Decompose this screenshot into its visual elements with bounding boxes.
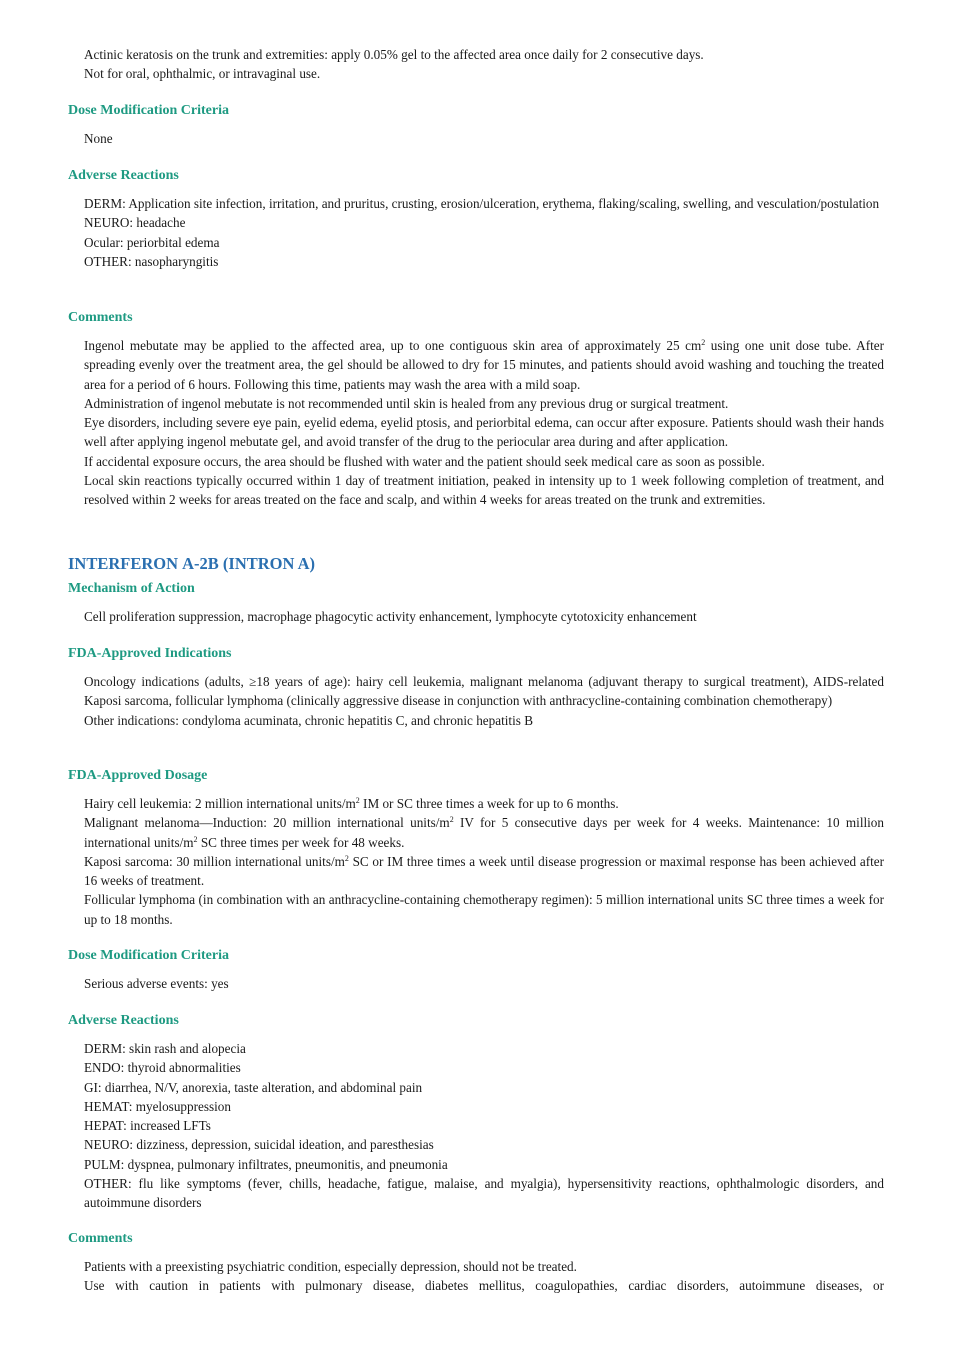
adverse-item: GI: diarrhea, N/V, anorexia, taste alter… xyxy=(84,1079,423,1095)
comments-text: Ingenol mebutate may be applied to the a… xyxy=(84,336,884,510)
superscript: 2 xyxy=(449,815,454,825)
adverse-item: OTHER: nasopharyngitis xyxy=(84,253,219,269)
adverse-reactions-list: DERM: Application site infection, irrita… xyxy=(84,194,884,271)
dosage-text: Hairy cell leukemia: 2 million internati… xyxy=(84,794,884,929)
dosage-text-part: Kaposi sarcoma: 30 million international… xyxy=(84,853,345,869)
adverse-reactions-heading: Adverse Reactions xyxy=(68,168,179,183)
dosage-text-part: Malignant melanoma—Induction: 20 million… xyxy=(84,815,450,831)
superscript: 2 xyxy=(344,853,349,863)
superscript: 2 xyxy=(701,338,706,347)
mechanism-text: Cell proliferation suppression, macropha… xyxy=(84,607,884,626)
dosage-heading: FDA-Approved Dosage xyxy=(68,768,208,783)
dosage-paragraph: Hairy cell leukemia: 2 million internati… xyxy=(84,794,884,813)
comment-paragraph: Ingenol mebutate may be applied to the a… xyxy=(84,336,884,394)
dosage-text: Actinic keratosis on the trunk and extre… xyxy=(84,45,884,84)
adverse-item: OTHER: flu like symptoms (fever, chills,… xyxy=(84,1176,884,1211)
adverse-reactions-heading: Adverse Reactions xyxy=(68,1013,179,1028)
comments-text: Patients with a preexisting psychiatric … xyxy=(84,1257,884,1296)
dosage-line: Actinic keratosis on the trunk and extre… xyxy=(84,47,704,62)
dose-modification-text: Serious adverse events: yes xyxy=(84,974,884,993)
dosage-paragraph: Follicular lymphoma (in combination with… xyxy=(84,892,884,927)
indications-text: Oncology indications (adults, ≥18 years … xyxy=(84,672,884,730)
dosage-text-part: Hairy cell leukemia: 2 million internati… xyxy=(84,796,356,811)
indications-heading: FDA-Approved Indications xyxy=(68,646,232,661)
adverse-item: DERM: skin rash and alopecia xyxy=(84,1041,246,1056)
dosage-paragraph: Kaposi sarcoma: 30 million international… xyxy=(84,852,884,891)
superscript: 2 xyxy=(355,796,360,805)
adverse-item: DERM: Application site infection, irrita… xyxy=(84,196,880,211)
indication-paragraph: Oncology indications (adults, ≥18 years … xyxy=(84,674,884,709)
adverse-item: PULM: dyspnea, pulmonary infiltrates, pn… xyxy=(84,1156,448,1172)
comments-heading: Comments xyxy=(68,310,133,325)
dosage-text-part: SC three times per week for 48 weeks. xyxy=(197,834,405,850)
comment-paragraph: Administration of ingenol mebutate is no… xyxy=(84,395,729,411)
adverse-item: NEURO: headache xyxy=(84,215,186,231)
comment-paragraph: Eye disorders, including severe eye pain… xyxy=(84,415,884,450)
comment-paragraph: Patients with a preexisting psychiatric … xyxy=(84,1259,577,1274)
adverse-item: ENDO: thyroid abnormalities xyxy=(84,1060,241,1076)
dose-modification-text: None xyxy=(84,129,884,148)
comment-text: using one unit dose tube. After spreadin… xyxy=(84,338,884,392)
mechanism-heading: Mechanism of Action xyxy=(68,581,195,596)
comment-paragraph: If accidental exposure occurs, the area … xyxy=(84,453,765,469)
adverse-item: NEURO: dizziness, depression, suicidal i… xyxy=(84,1137,434,1153)
dose-modification-value: None xyxy=(84,131,113,146)
dosage-paragraph: Malignant melanoma—Induction: 20 million… xyxy=(84,813,884,852)
indication-paragraph: Other indications: condyloma acuminata, … xyxy=(84,712,533,728)
adverse-item: HEPAT: increased LFTs xyxy=(84,1118,211,1134)
dosage-text-part: IV for 5 consecutive days per week for 4… xyxy=(84,815,884,850)
dose-modification-heading: Dose Modification Criteria xyxy=(68,103,229,118)
mechanism-value: Cell proliferation suppression, macropha… xyxy=(84,609,697,624)
drug-title: INTERFERON Α-2B (INTRON A) xyxy=(68,554,316,573)
adverse-item: Ocular: periorbital edema xyxy=(84,234,220,250)
dosage-text-part: IM or SC three times a week for up to 6 … xyxy=(359,796,619,811)
dose-modification-heading: Dose Modification Criteria xyxy=(68,948,229,963)
adverse-item: HEMAT: myelosuppression xyxy=(84,1098,231,1114)
dosage-line: Not for oral, ophthalmic, or intravagina… xyxy=(84,66,321,82)
dosage-text-part: SC or IM three times a week until diseas… xyxy=(84,853,884,889)
dose-modification-value: Serious adverse events: yes xyxy=(84,976,229,991)
comment-paragraph: Local skin reactions typically occurred … xyxy=(84,473,884,508)
adverse-reactions-list: DERM: skin rash and alopecia ENDO: thyro… xyxy=(84,1039,884,1213)
comment-text: Ingenol mebutate may be applied to the a… xyxy=(84,338,702,353)
superscript: 2 xyxy=(193,834,198,844)
comments-heading: Comments xyxy=(68,1231,133,1246)
comment-paragraph: Use with caution in patients with pulmon… xyxy=(84,1278,884,1294)
